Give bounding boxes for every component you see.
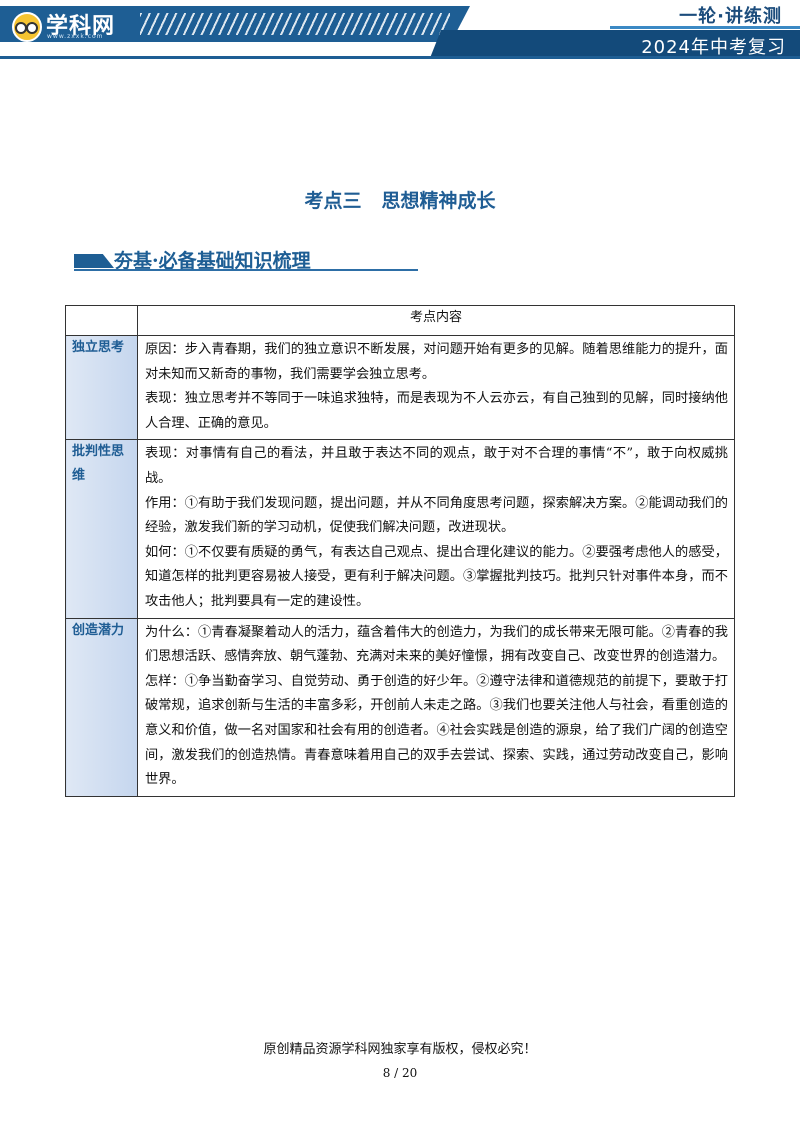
table-row: 创造潜力 为什么：①青春凝聚着动人的活力，蕴含着伟大的创造力，为我们的成长带来无… xyxy=(65,617,735,797)
section-heading-text: 夯基·必备基础知识梳理 xyxy=(114,250,311,272)
header-right-band xyxy=(430,30,800,58)
page-title: 考点三思想精神成长 xyxy=(0,186,800,213)
section-heading: 夯基·必备基础知识梳理 xyxy=(74,246,418,272)
content-paragraph: 表现：独立思考并不等同于一味追求独特，而是表现为不人云亦云，有自己独到的见解，同… xyxy=(145,391,728,431)
header-stripes xyxy=(140,13,450,35)
content-paragraph: 原因：步入青春期，我们的独立意识不断发展，对问题开始有更多的见解。随着思维能力的… xyxy=(145,342,728,382)
header-accent-line xyxy=(610,26,800,29)
logo-url: www.zxxk.com xyxy=(47,33,104,40)
content-paragraph: 为什么：①青春凝聚着动人的活力，蕴含着伟大的创造力，为我们的成长带来无限可能。②… xyxy=(145,624,728,665)
column-header: 考点内容 xyxy=(137,305,735,336)
row-content: 为什么：①青春凝聚着动人的活力，蕴含着伟大的创造力，为我们的成长带来无限可能。②… xyxy=(137,617,735,797)
content-paragraph: 如何：①不仅要有质疑的勇气，有表达自己观点、提出合理化建议的能力。②要强考虑他人… xyxy=(145,544,728,609)
series-label: 一轮·讲练测 xyxy=(679,6,782,27)
row-content: 原因：步入青春期，我们的独立意识不断发展，对问题开始有更多的见解。随着思维能力的… xyxy=(137,334,735,441)
header-divider xyxy=(0,56,800,59)
content-paragraph: 表现：对事情有自己的看法，并且敢于表达不同的观点，敢于对不合理的事情“不”，敢于… xyxy=(145,446,728,486)
row-content: 表现：对事情有自己的看法，并且敢于表达不同的观点，敢于对不合理的事情“不”，敢于… xyxy=(137,439,735,619)
row-label: 独立思考 xyxy=(65,334,138,441)
table-row: 独立思考 原因：步入青春期，我们的独立意识不断发展，对问题开始有更多的见解。随着… xyxy=(65,334,735,441)
row-label: 创造潜力 xyxy=(65,617,138,797)
review-label: 2024年中考复习 xyxy=(641,37,786,58)
content-paragraph: 怎样：①争当勤奋学习、自觉劳动、勇于创造的好少年。②遵守法律和道德规范的前提下，… xyxy=(145,673,728,788)
title-part2: 思想精神成长 xyxy=(381,190,496,212)
section-underline xyxy=(74,269,418,271)
table-header-row: 考点内容 xyxy=(65,305,735,336)
logo-text: 学科网 xyxy=(46,14,116,39)
page-header: 学科网 www.zxxk.com 一轮·讲练测 2024年中考复习 xyxy=(0,0,800,62)
logo-owl-icon xyxy=(12,12,42,42)
section-marker xyxy=(74,254,114,268)
copyright-footer: 原创精品资源学科网独家享有版权，侵权必究！ xyxy=(263,1042,537,1057)
title-part1: 考点三 xyxy=(304,190,362,212)
table-row: 批判性思维 表现：对事情有自己的看法，并且敢于表达不同的观点，敢于对不合理的事情… xyxy=(65,439,735,619)
logo: 学科网 www.zxxk.com xyxy=(12,10,132,42)
content-paragraph: 作用：①有助于我们发现问题，提出问题，并从不同角度思考问题，探索解决方案。②能调… xyxy=(145,495,728,536)
content-table: 考点内容 独立思考 原因：步入青春期，我们的独立意识不断发展，对问题开始有更多的… xyxy=(65,305,735,797)
page-number: 8 / 20 xyxy=(382,1066,418,1080)
row-label: 批判性思维 xyxy=(65,439,138,619)
header-empty-cell xyxy=(65,305,138,336)
